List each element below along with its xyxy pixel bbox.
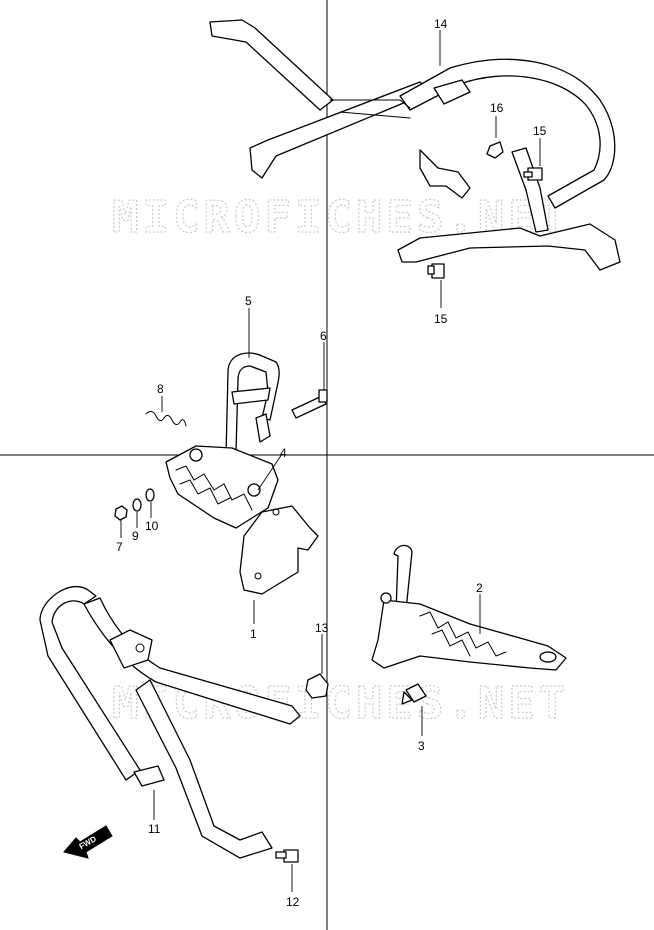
plate-hole [254, 572, 262, 580]
callout-2: 2 [476, 581, 483, 595]
washer-9 [132, 498, 142, 512]
rear-carrier-part [209, 19, 621, 271]
mounting-plate-1 [239, 505, 319, 595]
callout-15-upper: 15 [533, 124, 547, 138]
callout-5: 5 [245, 294, 252, 308]
callout-12: 12 [286, 895, 300, 909]
pin-6-head [318, 389, 328, 403]
nut-7 [114, 505, 128, 521]
bolt-15-upper [523, 167, 543, 181]
nut-16 [486, 141, 504, 159]
bolt-15-lower [427, 263, 445, 279]
callout-8: 8 [157, 382, 164, 396]
bolt-3 [401, 683, 427, 705]
callout-14: 14 [434, 17, 448, 31]
footrest-2-part [371, 544, 567, 671]
washer-10 [145, 488, 155, 502]
plate-hole [272, 508, 280, 516]
callout-9: 9 [132, 529, 139, 543]
callout-10: 10 [145, 519, 159, 533]
fwd-arrow-icon: FWD [63, 825, 113, 859]
callout-4: 4 [280, 446, 287, 460]
callout-11: 11 [148, 822, 161, 836]
callout-7: 7 [116, 540, 123, 554]
callout-6: 6 [320, 329, 327, 343]
callout-13: 13 [315, 621, 329, 635]
spring-8 [145, 410, 187, 427]
bolt-12 [275, 849, 299, 863]
callout-1: 1 [250, 627, 257, 641]
callout-3: 3 [418, 739, 425, 753]
footrest-bracket-part [165, 352, 280, 529]
callout-15-lower: 15 [434, 312, 448, 326]
engine-guard-part [39, 585, 301, 859]
collar-13 [305, 673, 329, 699]
pin-6 [291, 395, 327, 419]
callout-16: 16 [490, 101, 504, 115]
